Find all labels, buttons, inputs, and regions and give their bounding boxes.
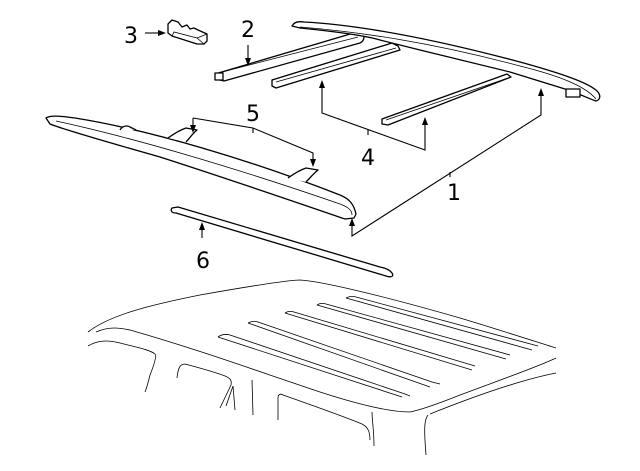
callout-5: 5	[246, 102, 260, 127]
part-1-side-rail-rear[interactable]	[291, 20, 601, 102]
callout-3: 3	[124, 24, 138, 49]
part-3-end-cap[interactable]	[167, 19, 208, 45]
callout-6: 6	[196, 249, 210, 274]
part-4-slat-rear[interactable]	[381, 73, 512, 126]
callout-4: 4	[361, 146, 375, 171]
vehicle-roof	[87, 279, 557, 456]
callouts: 1 2 3 4 5 6	[124, 18, 461, 274]
part-5-support-right[interactable]	[287, 167, 319, 183]
callout-1: 1	[447, 181, 461, 206]
leader-lines	[145, 30, 544, 238]
callout-2: 2	[241, 18, 255, 43]
part-1-side-rail-front[interactable]	[45, 115, 357, 220]
part-2-cross-bar[interactable]	[214, 31, 365, 82]
part-6-molding-strip[interactable]	[170, 206, 394, 278]
